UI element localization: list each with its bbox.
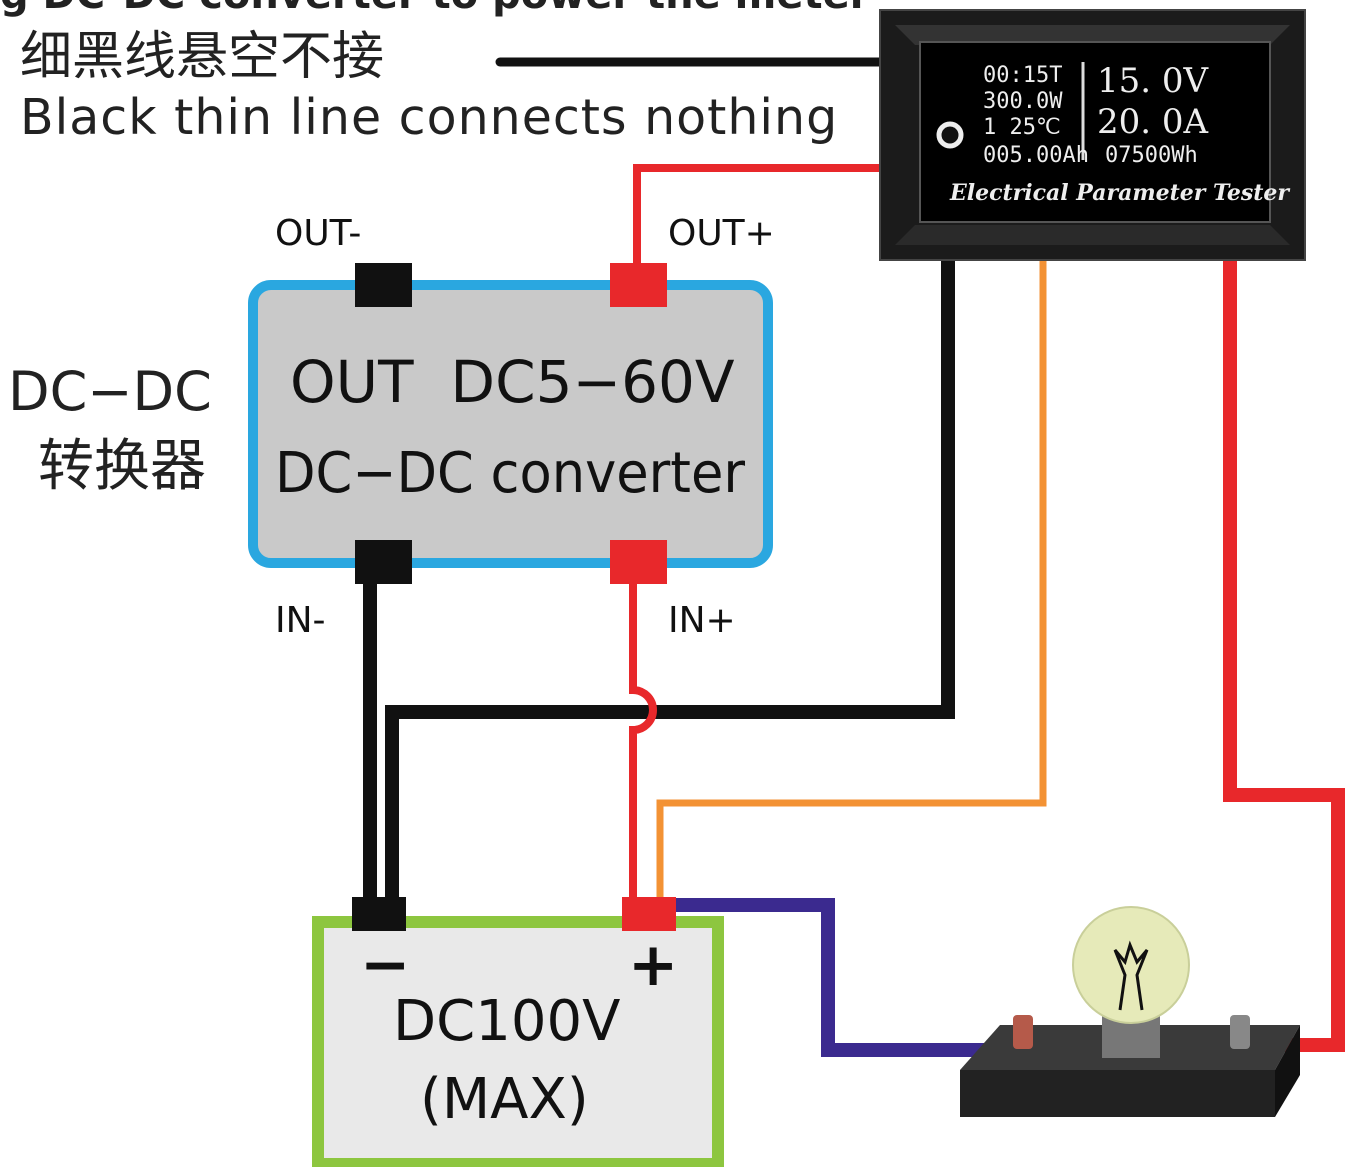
wire-orange bbox=[656, 258, 1047, 900]
label-in-plus: IN+ bbox=[668, 600, 736, 641]
terminal-out-minus bbox=[355, 263, 412, 307]
label-in-minus: IN- bbox=[275, 600, 326, 641]
wire-meter-black bbox=[385, 258, 955, 905]
battery-minus: − bbox=[360, 930, 410, 1000]
converter-line1: OUT DC5−60V bbox=[290, 348, 735, 416]
lamp bbox=[960, 906, 1300, 1117]
lamp-bulb bbox=[1072, 906, 1190, 1024]
converter-body bbox=[248, 280, 773, 568]
battery-terminal-minus bbox=[352, 897, 406, 931]
wire-purple bbox=[670, 898, 1020, 1057]
wire-in-plus bbox=[629, 580, 657, 905]
lamp-filament bbox=[1113, 940, 1149, 1011]
lcd-energy: 07500Wh bbox=[1105, 143, 1198, 168]
lcd-current: 20. 0A bbox=[1097, 102, 1209, 142]
meter: 00:15T 300.0W 1 25℃ 005.00Ah 15. 0V 20. … bbox=[879, 9, 1306, 261]
meter-caption: Electrical Parameter Tester bbox=[949, 180, 1290, 206]
side-label-cn: 转换器 bbox=[38, 434, 206, 499]
note-en: Black thin line connects nothing bbox=[20, 89, 838, 146]
converter-line2: DC−DC converter bbox=[275, 441, 746, 506]
wire-meter-red-right bbox=[1223, 258, 1345, 1052]
battery-terminal-plus bbox=[622, 897, 676, 931]
battery-line2: (MAX) bbox=[420, 1067, 589, 1132]
label-out-minus: OUT- bbox=[275, 213, 361, 254]
wire-out-plus-to-meter bbox=[633, 164, 890, 270]
terminal-in-minus bbox=[355, 540, 412, 584]
battery: − + DC100V (MAX) bbox=[312, 897, 724, 1167]
meter-bevel bbox=[895, 25, 1290, 45]
battery-plus: + bbox=[628, 930, 678, 1000]
top-cut-text: g DC-DC converter to power the meter bbox=[0, 0, 870, 18]
terminal-in-plus bbox=[610, 540, 667, 584]
lamp-post-left bbox=[1013, 1015, 1033, 1049]
lcd-group-temp: 1 25℃ bbox=[983, 115, 1061, 140]
side-label-en: DC−DC bbox=[8, 360, 212, 423]
lcd-power: 300.0W bbox=[983, 89, 1063, 114]
dcdc-converter: OUT DC5−60V DC−DC converter OUT- OUT+ IN… bbox=[248, 213, 775, 641]
meter-bevel-bottom bbox=[895, 225, 1290, 245]
lamp-base-side bbox=[1275, 1025, 1300, 1117]
lcd-capacity: 005.00Ah bbox=[983, 143, 1089, 168]
battery-body bbox=[312, 916, 724, 1167]
lamp-base-front bbox=[960, 1070, 1275, 1117]
lamp-post-right bbox=[1230, 1015, 1250, 1049]
terminal-out-plus bbox=[610, 263, 667, 307]
note-cn: 细黑线悬空不接 bbox=[20, 27, 384, 87]
meter-button[interactable] bbox=[936, 121, 964, 149]
label-out-plus: OUT+ bbox=[668, 213, 775, 254]
lcd-time: 00:15T bbox=[983, 63, 1062, 88]
meter-screen bbox=[919, 41, 1271, 223]
lcd-voltage: 15. 0V bbox=[1097, 61, 1210, 101]
battery-line1: DC100V bbox=[393, 989, 620, 1054]
